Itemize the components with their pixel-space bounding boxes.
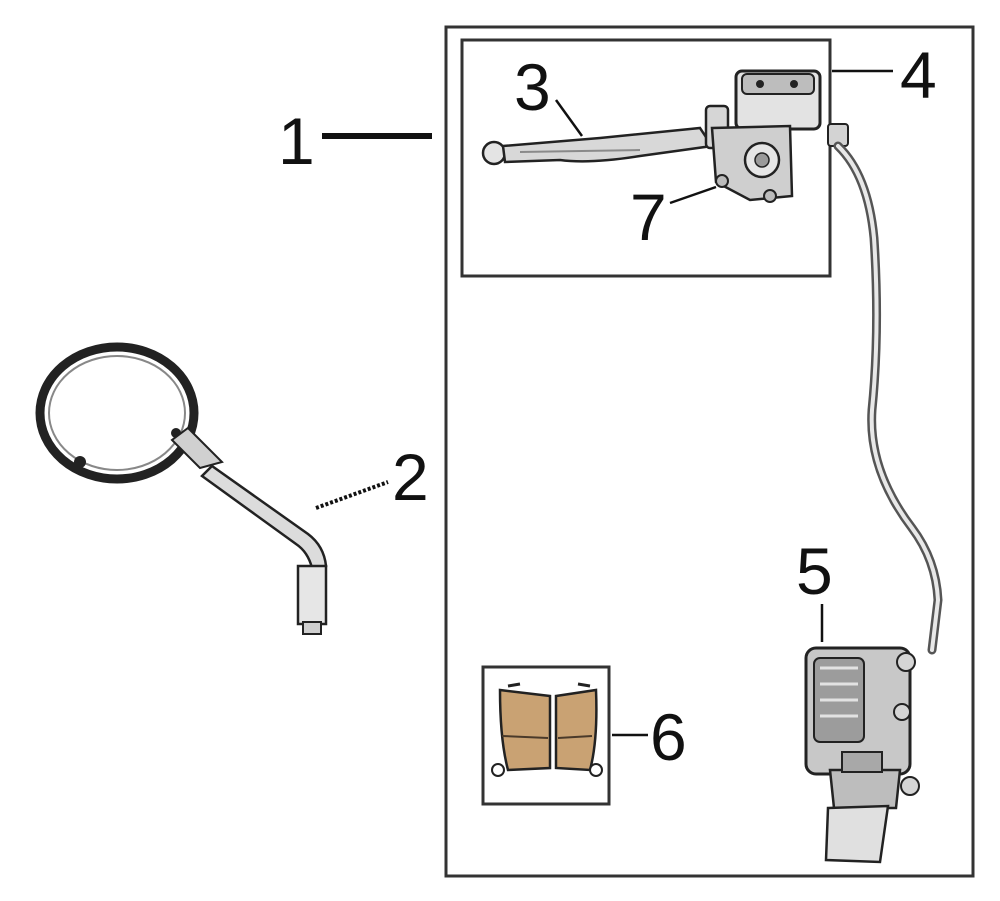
callout-7: 7 — [630, 180, 667, 254]
brake-pads-icon — [491, 682, 603, 777]
callout-6: 6 — [650, 700, 687, 774]
master-cylinder-icon — [704, 69, 849, 203]
leader-line-2 — [315, 480, 389, 510]
assembly-frame — [444, 25, 975, 878]
brake-pads-inset — [481, 665, 611, 806]
callout-1: 1 — [278, 104, 315, 178]
callout-2: 2 — [392, 440, 429, 514]
mirror-icon — [35, 342, 328, 635]
leader-line-7 — [669, 185, 717, 205]
leader-line-3 — [554, 99, 584, 137]
callout-5: 5 — [796, 534, 833, 608]
brake-hose-icon — [833, 141, 943, 655]
brake-caliper-icon — [804, 646, 920, 864]
callout-3: 3 — [514, 50, 551, 124]
brake-lever-icon — [481, 126, 715, 166]
callout-4: 4 — [900, 38, 937, 112]
master-cylinder-inset — [460, 38, 832, 278]
